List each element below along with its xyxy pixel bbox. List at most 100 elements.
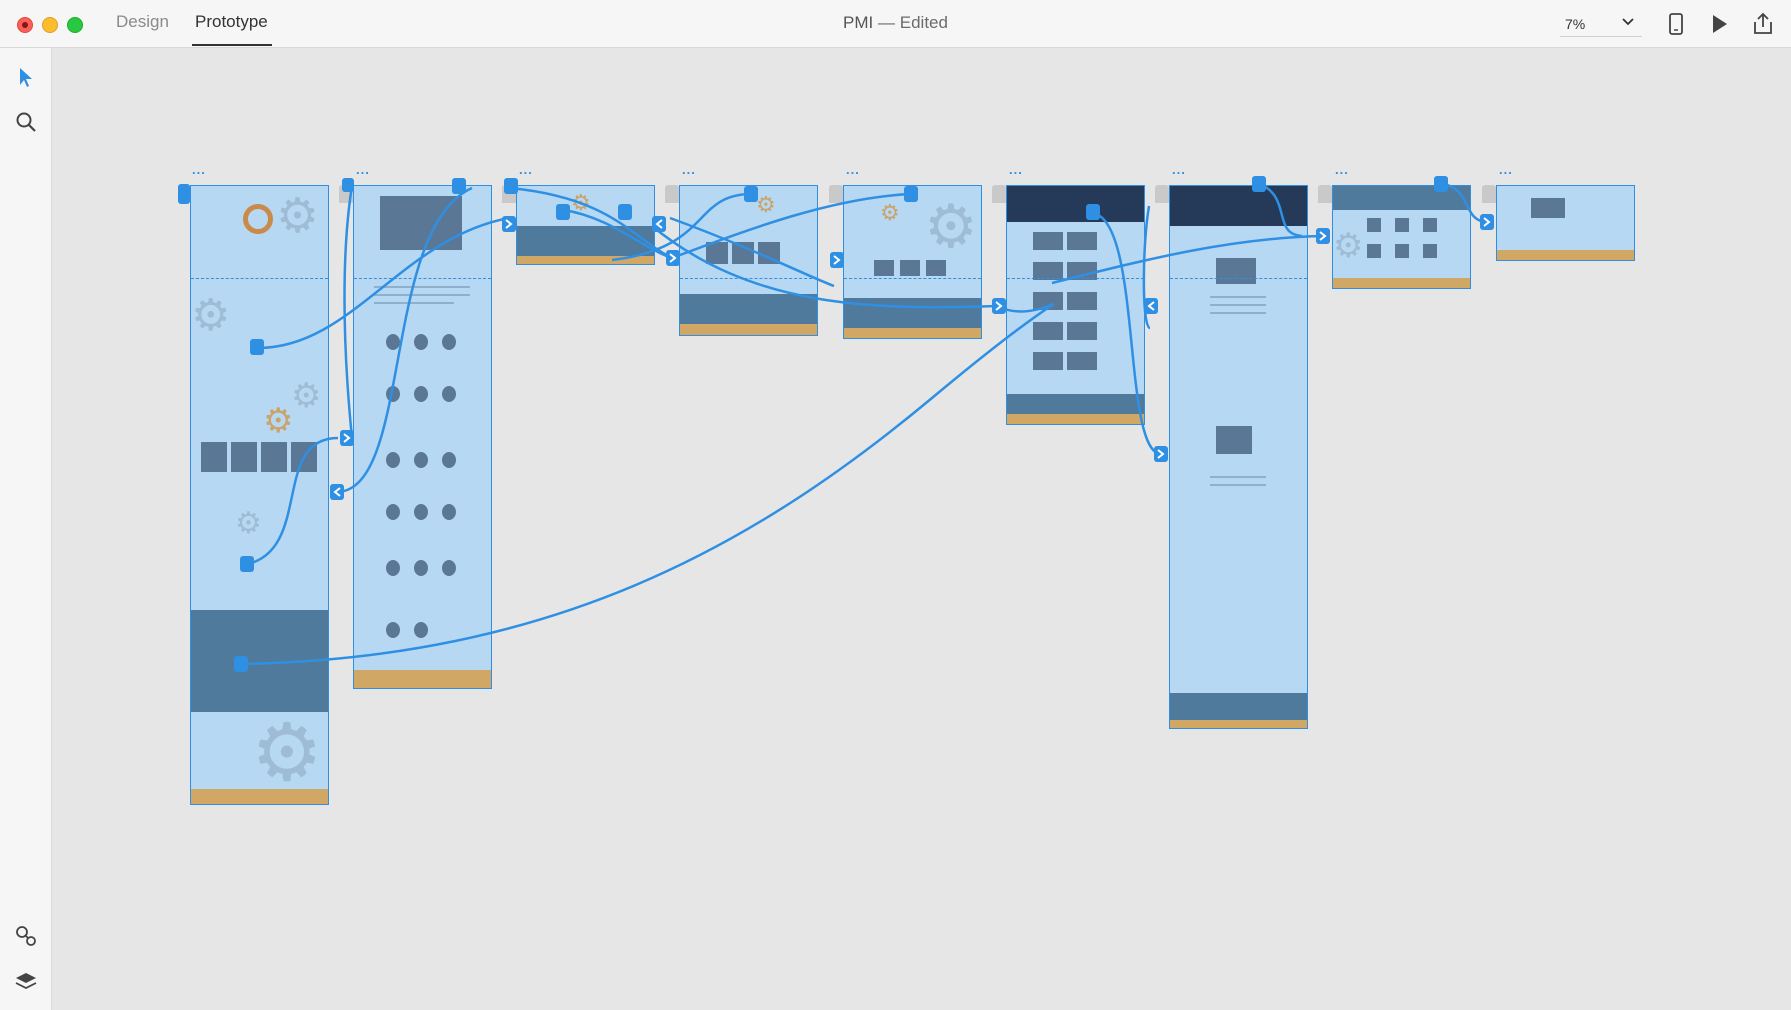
hero-section bbox=[1333, 186, 1470, 210]
artboard-tab bbox=[1482, 185, 1496, 203]
avatar bbox=[414, 560, 428, 576]
avatar bbox=[414, 334, 428, 350]
share-icon[interactable] bbox=[1751, 12, 1775, 36]
artboard-page-8[interactable]: ⚙ bbox=[1332, 185, 1471, 289]
avatar bbox=[442, 504, 456, 520]
zoom-select[interactable]: 7% bbox=[1560, 10, 1642, 37]
artboard-menu[interactable]: ... bbox=[1335, 162, 1349, 177]
artboard-home[interactable]: ⚙ ⚙ ⚙ ⚙ ⚙ ⚙ bbox=[190, 185, 329, 805]
thumbnail bbox=[231, 442, 257, 472]
avatar bbox=[386, 334, 400, 350]
artboard-menu[interactable]: ... bbox=[519, 162, 533, 177]
fold-line bbox=[680, 278, 817, 279]
hero-section bbox=[1007, 186, 1144, 222]
document-status: Edited bbox=[899, 13, 948, 32]
fold-line bbox=[1170, 278, 1307, 279]
dark-section bbox=[1007, 394, 1144, 414]
gear-icon: ⚙ bbox=[880, 200, 900, 225]
thumbnail bbox=[706, 242, 728, 264]
dark-section bbox=[680, 294, 817, 324]
device-preview-icon[interactable] bbox=[1664, 12, 1688, 36]
footer bbox=[680, 324, 817, 335]
avatar bbox=[442, 452, 456, 468]
minimize-window-button[interactable] bbox=[42, 17, 58, 33]
search-icon[interactable] bbox=[14, 110, 38, 134]
footer bbox=[1333, 278, 1470, 288]
tab-design[interactable]: Design bbox=[116, 12, 169, 31]
thumbnail bbox=[1423, 244, 1437, 258]
text-line bbox=[374, 294, 470, 296]
artboard-tab bbox=[1155, 185, 1169, 203]
close-window-button[interactable] bbox=[17, 17, 33, 33]
artboard-menu[interactable]: ... bbox=[1499, 162, 1513, 177]
avatar bbox=[442, 386, 456, 402]
thumbnail bbox=[261, 442, 287, 472]
wire-target bbox=[1144, 298, 1158, 314]
wire-target bbox=[830, 252, 844, 268]
thumbnail bbox=[1367, 218, 1381, 232]
gear-icon: ⚙ bbox=[756, 192, 776, 217]
artboard-menu[interactable]: ... bbox=[356, 162, 370, 177]
tab-prototype[interactable]: Prototype bbox=[195, 12, 268, 31]
thumbnail bbox=[1367, 244, 1381, 258]
artboard-tab bbox=[502, 185, 516, 203]
gear-icon: ⚙ bbox=[924, 193, 978, 260]
tool-rail bbox=[0, 48, 52, 1010]
artboard-page-7[interactable] bbox=[1169, 185, 1308, 729]
chevron-down-icon bbox=[1622, 18, 1634, 26]
wire-target bbox=[502, 216, 516, 232]
artboard-menu[interactable]: ... bbox=[682, 162, 696, 177]
gear-icon: ⚙ bbox=[291, 377, 322, 415]
wire-target bbox=[330, 484, 344, 500]
thumbnail bbox=[900, 260, 920, 276]
text-line bbox=[374, 286, 470, 288]
fold-line bbox=[1007, 278, 1144, 279]
thumbnail bbox=[1067, 232, 1097, 250]
maximize-window-button[interactable] bbox=[67, 17, 83, 33]
text-line bbox=[1210, 484, 1266, 486]
thumbnail bbox=[1067, 322, 1097, 340]
gear-icon: ⚙ bbox=[251, 708, 323, 797]
dark-section bbox=[191, 610, 328, 712]
gear-icon: ⚙ bbox=[1333, 227, 1364, 265]
artboard-page-6[interactable] bbox=[1006, 185, 1145, 425]
content-image bbox=[1216, 258, 1256, 284]
artboard-menu[interactable]: ... bbox=[1172, 162, 1186, 177]
artboard-menu[interactable]: ... bbox=[846, 162, 860, 177]
avatar bbox=[414, 622, 428, 638]
play-icon[interactable] bbox=[1707, 12, 1731, 36]
footer bbox=[1170, 720, 1307, 728]
footer bbox=[517, 256, 654, 264]
title-bar: Design Prototype PMI — Edited 7% bbox=[0, 0, 1791, 48]
avatar bbox=[386, 504, 400, 520]
thumbnail bbox=[201, 442, 227, 472]
artboard-page-5[interactable]: ⚙ ⚙ bbox=[843, 185, 982, 339]
select-icon[interactable] bbox=[14, 65, 38, 89]
gear-icon: ⚙ bbox=[571, 190, 591, 215]
footer bbox=[1497, 250, 1634, 260]
thumbnail bbox=[1423, 218, 1437, 232]
text-line bbox=[1210, 304, 1266, 306]
text-line bbox=[1210, 296, 1266, 298]
artboard-menu[interactable]: ... bbox=[1009, 162, 1023, 177]
prototype-canvas[interactable]: ... ⚙ ⚙ ⚙ ⚙ ⚙ ⚙ ... bbox=[52, 48, 1791, 1010]
assets-icon[interactable] bbox=[14, 924, 38, 948]
thumbnail bbox=[1067, 292, 1097, 310]
thumbnail bbox=[874, 260, 894, 276]
artboard-menu[interactable]: ... bbox=[192, 162, 206, 177]
wire-target bbox=[1480, 214, 1494, 230]
content-image bbox=[1531, 198, 1565, 218]
text-line bbox=[1210, 476, 1266, 478]
artboard-page-9[interactable] bbox=[1496, 185, 1635, 261]
layers-icon[interactable] bbox=[14, 970, 38, 994]
thumbnail bbox=[1033, 292, 1063, 310]
thumbnail bbox=[758, 242, 780, 264]
artboard-page-3[interactable]: ⚙ bbox=[516, 185, 655, 265]
artboard-team[interactable] bbox=[353, 185, 492, 689]
footer bbox=[191, 789, 328, 804]
active-tab-indicator bbox=[192, 44, 272, 46]
footer bbox=[1007, 414, 1144, 424]
artboard-page-4[interactable]: ⚙ bbox=[679, 185, 818, 336]
artboard-tab bbox=[665, 185, 679, 203]
